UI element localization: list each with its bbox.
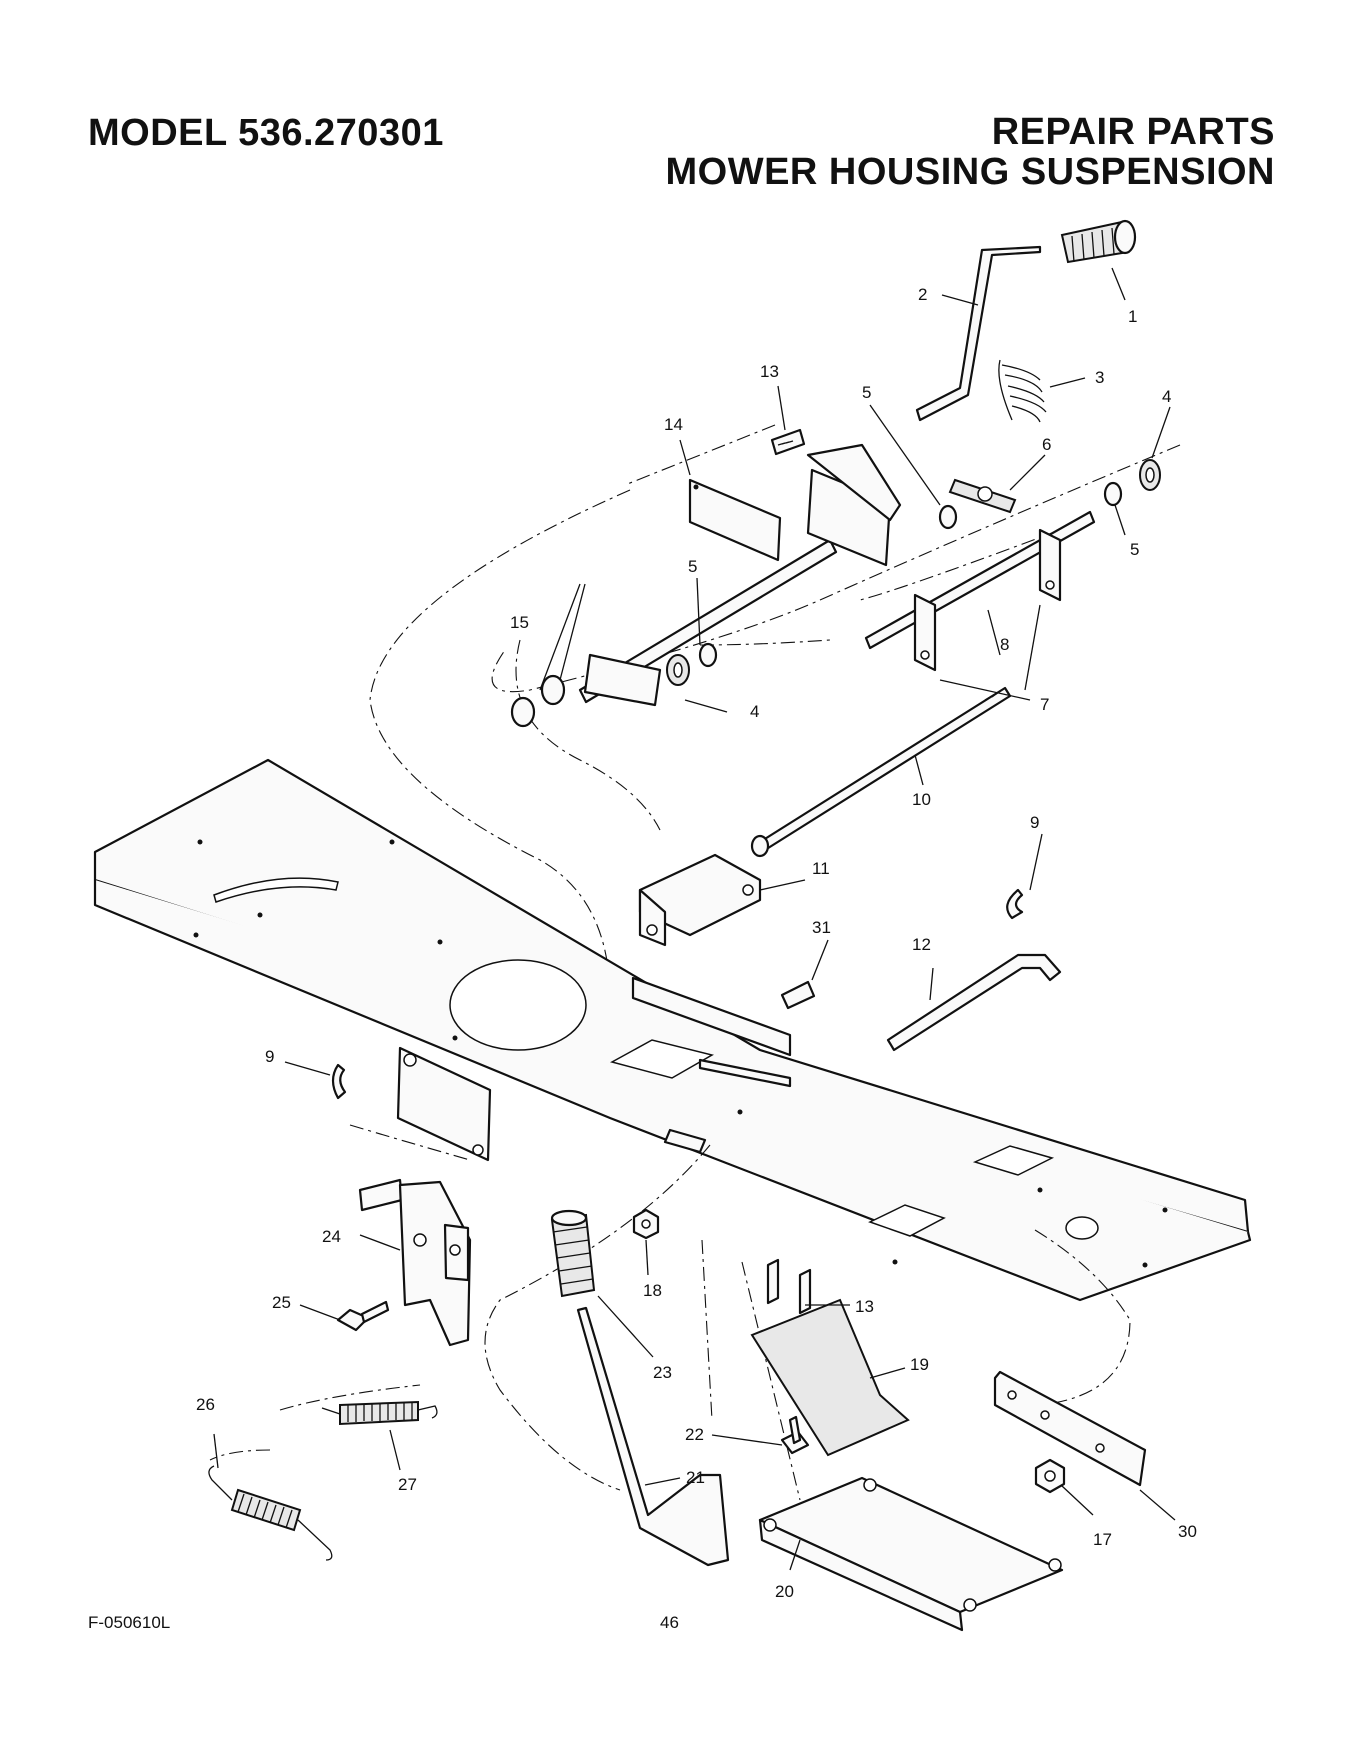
callout-2: 2 <box>918 285 927 304</box>
lift-shaft-part-14 <box>580 445 900 705</box>
callout-14: 14 <box>664 415 683 434</box>
callout-22: 22 <box>685 1425 704 1444</box>
washer-part-5-b <box>1105 483 1121 505</box>
spring-part-26 <box>209 1466 332 1560</box>
bar-assembly-part-20 <box>760 1478 1062 1630</box>
frame-round-cutout <box>450 960 586 1050</box>
plate-part-30 <box>995 1372 1145 1485</box>
washer-part-15-b <box>512 698 534 726</box>
bolt-part-13-upper <box>772 430 804 454</box>
callout-31: 31 <box>812 918 831 937</box>
washer-part-5-c <box>700 644 716 666</box>
callout-4-upper: 4 <box>1162 387 1171 406</box>
nut-part-17 <box>1036 1460 1064 1492</box>
page-number: 46 <box>660 1613 679 1633</box>
hairpin-part-9-lower <box>333 1065 345 1098</box>
callout-8: 8 <box>1000 635 1009 654</box>
callout-21: 21 <box>686 1468 705 1487</box>
pedal-pad-part-1 <box>1062 221 1135 262</box>
rear-shaft-part-8 <box>866 512 1094 670</box>
callout-12: 12 <box>912 935 931 954</box>
callout-15: 15 <box>510 613 529 632</box>
callout-24: 24 <box>322 1227 341 1246</box>
bolt-part-25 <box>338 1302 388 1330</box>
callout-27: 27 <box>398 1475 417 1494</box>
callout-3: 3 <box>1095 368 1104 387</box>
pedal-rod-part-2 <box>917 247 1040 420</box>
callout-7: 7 <box>1040 695 1049 714</box>
callout-20: 20 <box>775 1582 794 1601</box>
callout-11: 11 <box>812 859 830 878</box>
callout-30: 30 <box>1178 1522 1197 1541</box>
callout-1: 1 <box>1128 307 1137 326</box>
bolt-part-31 <box>782 982 814 1008</box>
callout-6: 6 <box>1042 435 1051 454</box>
bracket-part-11 <box>640 855 760 945</box>
callout-13-upper: 13 <box>760 362 779 381</box>
callout-9-upper: 9 <box>1030 813 1039 832</box>
bracket-part-24 <box>360 1180 470 1345</box>
pedal-rod-part-21 <box>578 1308 728 1565</box>
callout-10: 10 <box>912 790 931 809</box>
washer-part-5-a <box>940 506 956 528</box>
callout-25: 25 <box>272 1293 291 1312</box>
bolt-part-22 <box>782 1417 808 1453</box>
callout-17: 17 <box>1093 1530 1112 1549</box>
bracket-part-6 <box>950 480 1015 512</box>
callout-13-lower: 13 <box>855 1297 874 1316</box>
rod-part-12 <box>888 955 1060 1050</box>
callout-5-upper: 5 <box>862 383 871 402</box>
callout-18: 18 <box>643 1281 662 1300</box>
callout-5-left: 5 <box>688 557 697 576</box>
hairpin-part-9-upper <box>1007 890 1022 918</box>
washer-part-15-a <box>542 676 564 704</box>
nut-part-18 <box>634 1210 658 1238</box>
callout-23: 23 <box>653 1363 672 1382</box>
bolts-part-13-lower <box>768 1260 810 1313</box>
pedal-pad-part-23 <box>552 1211 594 1296</box>
frame-chassis <box>95 760 1250 1300</box>
bracket-part-19 <box>752 1300 908 1455</box>
callout-4-lower: 4 <box>750 702 759 721</box>
callout-5-right: 5 <box>1130 540 1139 559</box>
figure-code: F-050610L <box>88 1613 170 1633</box>
spring-part-27 <box>322 1402 437 1424</box>
callout-26: 26 <box>196 1395 215 1414</box>
callout-19: 19 <box>910 1355 929 1374</box>
spring-part-3 <box>999 360 1046 422</box>
rod-part-10 <box>752 688 1010 856</box>
callout-9-lower: 9 <box>265 1047 274 1066</box>
